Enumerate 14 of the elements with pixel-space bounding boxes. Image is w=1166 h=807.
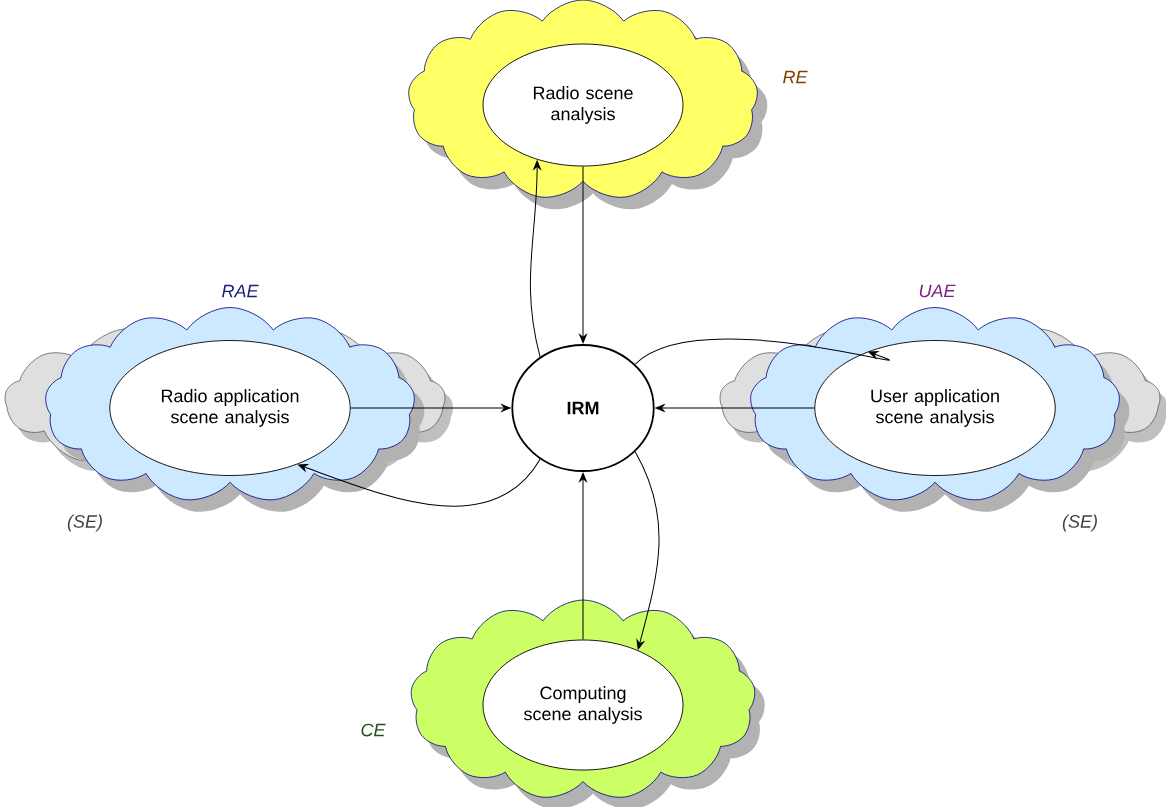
arrow	[529, 160, 541, 358]
arrow	[579, 165, 587, 344]
node-label: CE	[361, 723, 386, 737]
cloud-label: (SE)	[1062, 514, 1097, 532]
node-label: UAE	[919, 284, 956, 298]
arrow	[634, 338, 890, 365]
node-label: RE	[783, 70, 808, 84]
arrow	[298, 458, 541, 507]
cloud-label: (SE)	[67, 514, 102, 532]
node-label: RAE	[222, 284, 259, 298]
arrow	[350, 404, 511, 412]
arrow	[655, 404, 815, 412]
arrow	[634, 451, 660, 650]
arrow	[579, 472, 587, 641]
